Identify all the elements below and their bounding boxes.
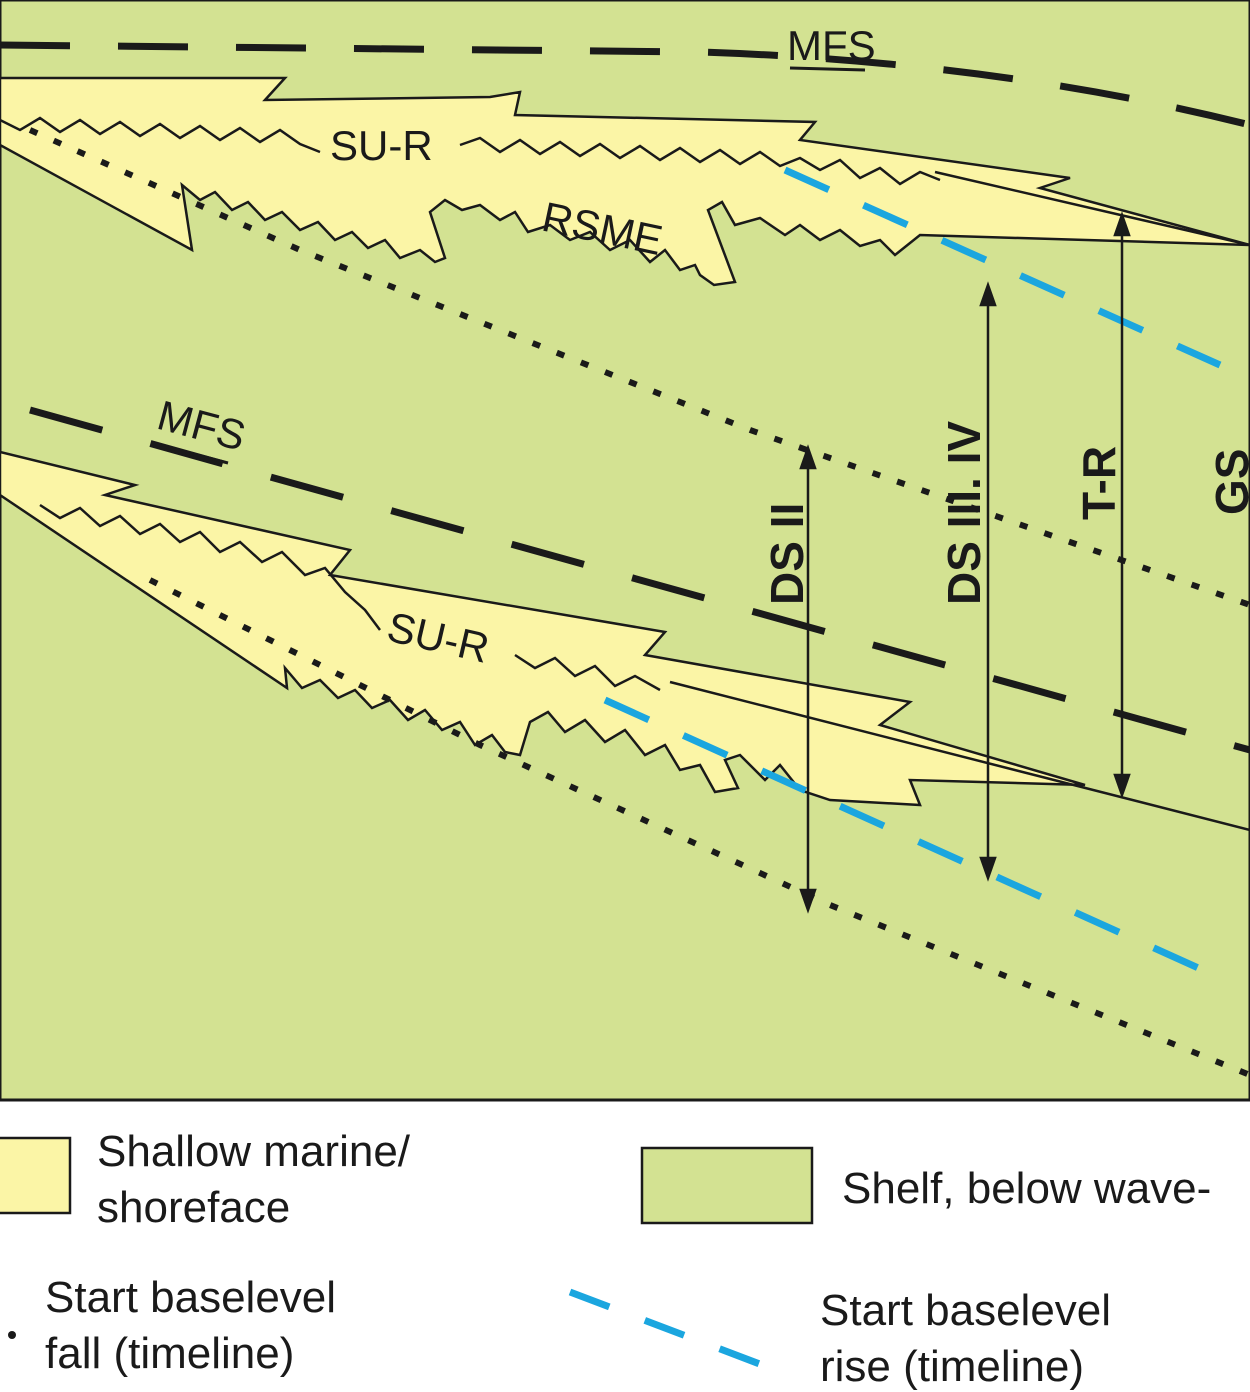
lower-sur-zigzag — [39, 503, 661, 692]
upper-shoreface-wedge — [0, 76, 1250, 287]
legend-shoreface-line2: shoreface — [97, 1183, 290, 1232]
gs-label: GS — [1206, 449, 1250, 515]
ds34-label: DS III. IV — [938, 421, 990, 605]
upper-mfs-underline — [789, 66, 866, 72]
legend-shelf-text: Shelf, below wave- — [842, 1164, 1211, 1213]
ds2-arrow — [799, 444, 817, 914]
upper-sur-label: SU-R — [330, 122, 433, 169]
tr-label: T-R — [1073, 446, 1125, 520]
upper-wedge-tail-line — [934, 170, 1250, 247]
legend-fall-dot — [8, 1331, 16, 1339]
legend-shoreface-line1: Shallow marine/ — [97, 1127, 411, 1176]
upper-sur-zigzag — [0, 116, 941, 186]
ds2-label: DS II — [761, 503, 813, 605]
lower-mfs-underline — [151, 441, 229, 465]
lower-rise-timeline — [603, 696, 1227, 984]
legend-shelf-swatch — [640, 1146, 814, 1225]
tr-arrow — [1113, 211, 1131, 799]
lower-fall-timeline — [148, 577, 1250, 1078]
upper-mfs-label: MFS — [787, 22, 876, 69]
upper-fall-timeline — [28, 127, 1250, 608]
legend-rise-dash — [568, 1288, 767, 1370]
lower-mfs-line — [29, 406, 1250, 754]
lower-shoreface-wedge — [0, 450, 1086, 807]
legend-rise-line1: Start baselevel — [820, 1286, 1111, 1335]
legend-rise-line2: rise (timeline) — [820, 1342, 1084, 1391]
upper-mfs-line — [0, 41, 1250, 129]
legend-fall-line2: fall (timeline) — [45, 1329, 294, 1378]
legend-shoreface-swatch — [0, 1136, 72, 1215]
lower-wedge-tail-line — [669, 680, 1250, 832]
legend-fall-line1: Start baselevel — [45, 1273, 336, 1322]
ds34-arrow — [979, 281, 997, 882]
